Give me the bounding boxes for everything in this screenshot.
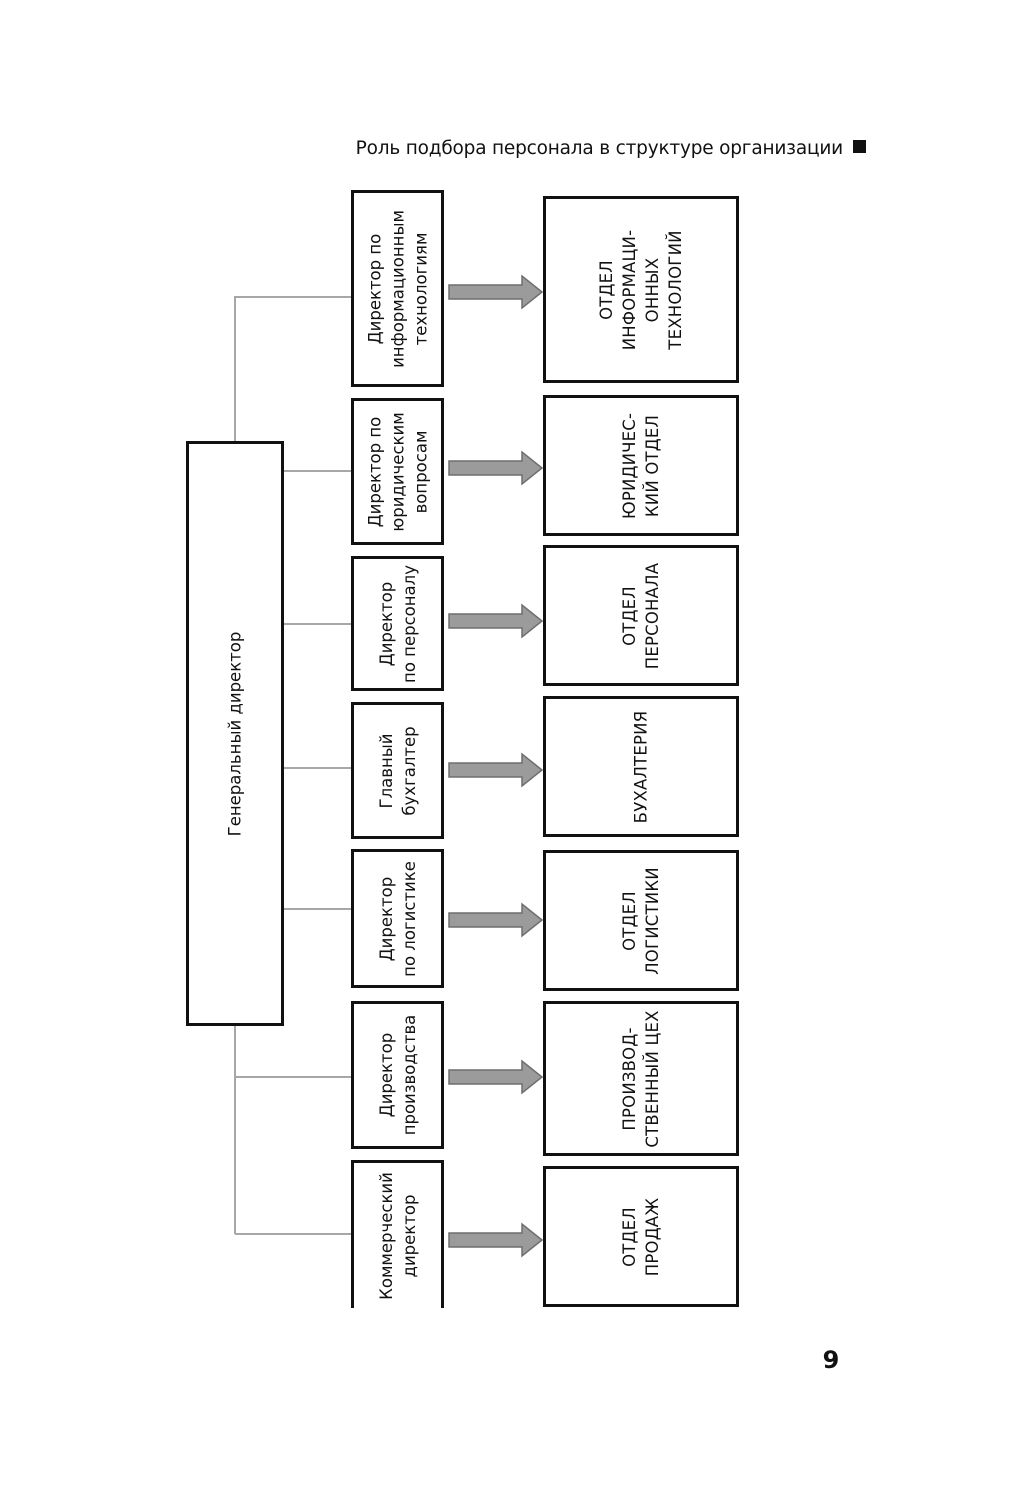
right-arrow-icon: [448, 1222, 544, 1258]
department-label-line: КИЙ ОТДЕЛ: [643, 414, 662, 517]
square-bullet-icon: [853, 140, 866, 153]
director-label-line: Главный: [376, 733, 396, 808]
page-number: 9: [822, 1346, 840, 1374]
right-arrow-icon: [448, 1059, 544, 1095]
right-arrow-icon: [448, 450, 544, 486]
director-label-line: Коммерческий: [376, 1171, 396, 1300]
department-label-line: ОННЫХ: [643, 257, 662, 322]
department-label-line: БУХАЛТЕРИЯ: [631, 710, 651, 823]
director-label-line: по логистике: [399, 860, 419, 977]
connector-line: [235, 1076, 352, 1078]
connector-line: [284, 470, 352, 472]
right-arrow-icon: [448, 902, 544, 938]
director-label-line: бухгалтер: [399, 725, 419, 816]
department-box: ЮРИДИЧЕС-КИЙ ОТДЕЛ: [543, 395, 739, 536]
director-label-line: Директор: [376, 1032, 396, 1118]
ceo-box: Генеральный директор: [186, 441, 284, 1026]
connector-line: [284, 908, 352, 910]
department-label-line: ПЕРСОНАЛА: [643, 562, 662, 669]
connector-line: [284, 767, 352, 769]
running-header-title: Роль подбора персонала в структуре орган…: [355, 138, 844, 159]
department-label-line: ОТДЕЛ: [620, 585, 639, 646]
department-label-line: ОТДЕЛ: [597, 259, 616, 320]
director-label-line: Директор по: [365, 416, 384, 527]
department-box: БУХАЛТЕРИЯ: [543, 696, 739, 837]
department-box: ПРОИЗВОД-СТВЕННЫЙ ЦЕХ: [543, 1001, 739, 1156]
department-label-line: ИНФОРМАЦИ-: [620, 229, 639, 350]
right-arrow-icon: [448, 603, 544, 639]
director-label-line: по персоналу: [399, 564, 419, 683]
director-label-line: производства: [399, 1014, 419, 1136]
director-label-line: Директор: [376, 581, 396, 666]
director-label-line: технологиям: [411, 232, 430, 345]
department-label-line: ПРОИЗВОД-: [620, 1026, 639, 1131]
connector-line: [235, 1233, 352, 1235]
director-label-line: юридическим: [388, 411, 407, 532]
connector-line: [235, 296, 352, 298]
running-header: Роль подбора персонала в структуре орган…: [300, 138, 866, 166]
ceo-label: Генеральный директор: [225, 631, 245, 836]
department-label-line: ОТДЕЛ: [620, 1206, 639, 1267]
department-label-line: ЛОГИСТИКИ: [643, 866, 662, 975]
right-arrow-icon: [448, 274, 544, 310]
director-label-line: информационным: [388, 209, 407, 368]
director-label-line: Директор: [376, 876, 396, 961]
department-label-line: ТЕХНОЛОГИЙ: [666, 229, 685, 350]
director-label-line: Директор по: [365, 233, 384, 344]
department-label-line: ОТДЕЛ: [620, 890, 639, 951]
director-label-line: вопросам: [411, 430, 430, 513]
connector-trunk-bottom: [234, 1026, 236, 1234]
department-label-line: СТВЕННЫЙ ЦЕХ: [643, 1009, 662, 1148]
director-label-line: директор: [399, 1194, 419, 1277]
connector-trunk-top: [234, 296, 236, 441]
department-label-line: ЮРИДИЧЕС-: [620, 412, 639, 519]
department-label: БУХАЛТЕРИЯ: [630, 710, 653, 823]
right-arrow-icon: [448, 752, 544, 788]
connector-line: [284, 623, 352, 625]
department-label: ПРОИЗВОД-СТВЕННЫЙ ЦЕХ: [618, 1010, 664, 1147]
department-label-line: ПРОДАЖ: [643, 1197, 662, 1276]
department-label: ЮРИДИЧЕС-КИЙ ОТДЕЛ: [618, 412, 664, 518]
